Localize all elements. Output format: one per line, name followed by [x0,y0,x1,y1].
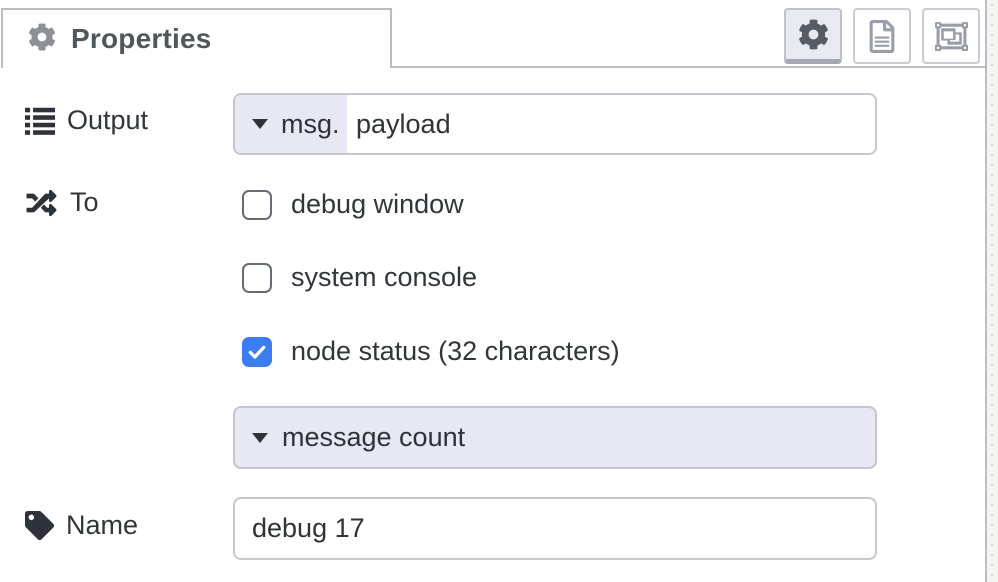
checkbox-node-status[interactable] [242,336,272,367]
status-type-dropdown[interactable]: message count [233,406,877,469]
to-label: To [25,187,99,218]
tag-icon [25,511,54,540]
checkbox-label: node status (32 characters) [291,336,620,366]
shuffle-icon [25,188,58,218]
output-label-text: Output [67,105,149,135]
checkbox-label: system console [291,262,478,292]
list-icon [25,106,55,136]
target-debug-window[interactable]: debug window [242,189,464,220]
chevron-down-icon [252,119,268,129]
output-typed-input: msg. [233,93,877,155]
gear-icon [28,22,56,56]
status-type-value: message count [282,422,466,452]
object-group-icon [934,20,968,53]
properties-tab-button[interactable] [784,8,842,64]
target-node-status[interactable]: node status (32 characters) [242,336,620,367]
file-text-icon [869,19,895,53]
chevron-down-icon [252,432,268,443]
target-system-console[interactable]: system console [242,262,477,293]
output-label: Output [25,105,148,136]
checkbox-debug-window[interactable] [242,189,272,220]
to-label-text: To [70,187,99,217]
typed-input-type-label: msg. [281,108,340,139]
tab-properties[interactable]: Properties [1,8,392,68]
tab-title: Properties [71,23,212,54]
typed-input-type-button[interactable]: msg. [235,95,347,153]
name-label: Name [25,510,138,541]
description-tab-button[interactable] [853,8,911,64]
workspace-edge [985,0,998,582]
checkbox-label: debug window [291,189,464,219]
appearance-tab-button[interactable] [922,8,980,64]
tabbar-divider [392,66,985,68]
output-property-input[interactable] [347,95,875,153]
gear-icon [798,19,829,50]
name-input[interactable] [233,497,877,560]
name-label-text: Name [66,510,139,540]
edit-dialog-tabs [784,8,980,64]
checkbox-system-console[interactable] [242,262,272,293]
